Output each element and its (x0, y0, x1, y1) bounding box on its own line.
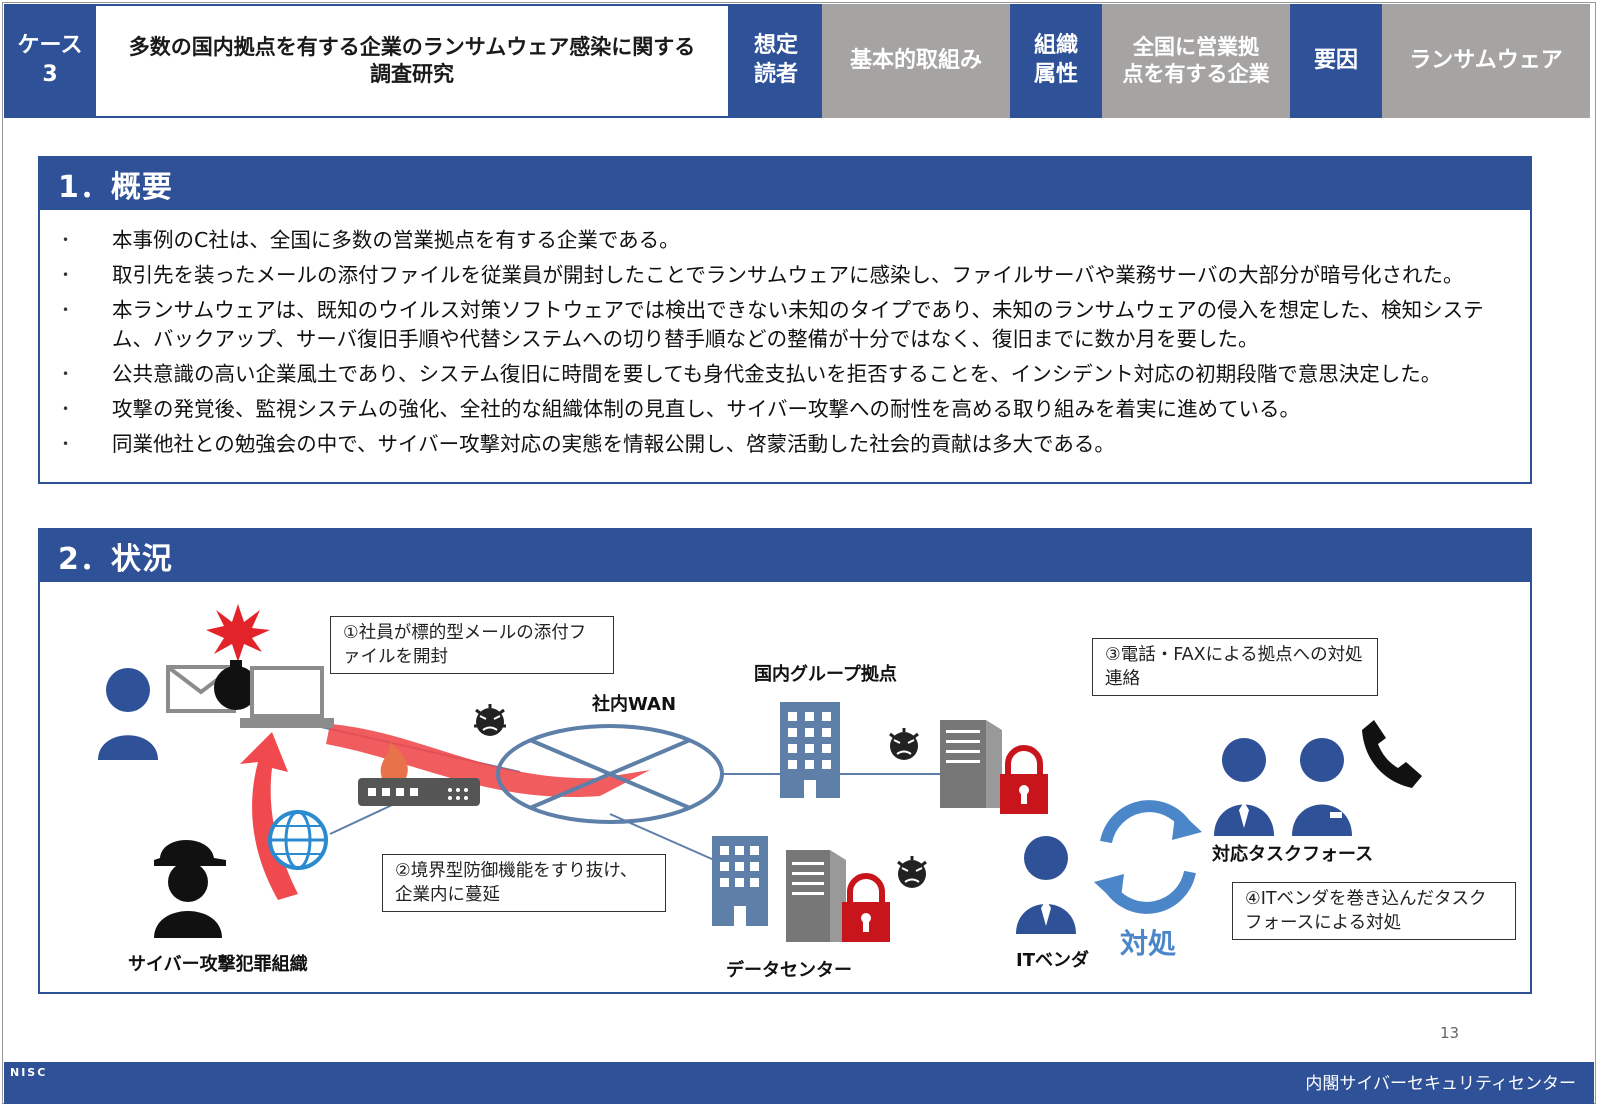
diagram-canvas (98, 604, 1422, 942)
tag-label-cause: 要因 (1290, 4, 1382, 118)
callout-4: ④ITベンダを巻き込んだタスクフォースによる対処 (1232, 882, 1516, 940)
explosion-icon (206, 604, 270, 662)
person-icon (1016, 836, 1076, 934)
cycle-arrow-head (1094, 874, 1124, 906)
datacenter-label: データセンター (726, 960, 852, 981)
laptop-icon (240, 666, 334, 728)
callout-1: ①社員が標的型メールの添付ファイルを開封 (330, 616, 614, 674)
person-icon (1214, 738, 1274, 836)
response-label: 対処 (1120, 927, 1177, 960)
overview-bullet-list: 本事例のC社は、全国に多数の営業拠点を有する企業である。 取引先を装ったメールの… (40, 210, 1530, 459)
callout-3: ③電話・FAXによる拠点への対処連絡 (1092, 638, 1378, 696)
list-item: 攻撃の発覚後、監視システムの強化、全社的な組織体制の見直し、サイバー攻撃への耐性… (62, 395, 1516, 424)
group-site-label: 国内グループ拠点 (754, 664, 897, 685)
situation-section: 2．状況 (38, 528, 1532, 994)
list-item: 取引先を装ったメールの添付ファイルを従業員が開封したことでランサムウェアに感染し… (62, 261, 1516, 290)
callout-2: ②境界型防御機能をすり抜け、企業内に蔓延 (382, 854, 666, 912)
attack-arrow-intrusion (240, 732, 298, 900)
taskforce-label: 対応タスクフォース (1212, 844, 1374, 865)
building-icon (780, 702, 840, 798)
header-bar: ケース 3 多数の国内拠点を有する企業のランサムウェア感染に関する 調査研究 想… (4, 4, 1594, 118)
cycle-arrow-head (1172, 808, 1202, 840)
virus-icon (897, 856, 927, 888)
tag-label-org: 組織 属性 (1010, 4, 1102, 118)
lock-icon (1000, 745, 1048, 814)
person-icon (1292, 738, 1352, 836)
phone-icon (1362, 720, 1422, 788)
wan-icon (496, 724, 724, 824)
list-item: 本ランサムウェアは、既知のウイルス対策ソフトウェアでは検出できない未知のタイプで… (62, 296, 1516, 354)
bomb-icon (214, 660, 258, 710)
tag-label-reader: 想定 読者 (730, 4, 822, 118)
building-icon (712, 836, 768, 926)
list-item: 公共意識の高い企業風土であり、システム復旧に時間を要しても身代金支払いを拒否する… (62, 360, 1516, 389)
footer-bar: NISC 内閣サイバーセキュリティセンター (4, 1062, 1594, 1104)
router-icon (358, 778, 480, 806)
vendor-label: ITベンダ (1016, 950, 1089, 971)
overview-section: 1．概要 本事例のC社は、全国に多数の営業拠点を有する企業である。 取引先を装っ… (38, 156, 1532, 484)
server-icon (786, 850, 846, 942)
list-item: 同業他社との勉強会の中で、サイバー攻撃対応の実態を情報公開し、啓蒙活動した社会的… (62, 430, 1516, 459)
wan-label: 社内WAN (592, 694, 677, 715)
case-label: ケース 3 (4, 4, 96, 118)
tag-value-reader: 基本的取組み (822, 4, 1010, 118)
situation-diagram: ①社員が標的型メールの添付ファイルを開封 ②境界型防御機能をすり抜け、企業内に蔓… (40, 582, 1530, 992)
overview-title: 1．概要 (40, 158, 1530, 210)
person-icon (98, 668, 158, 760)
footer-logo: NISC (10, 1066, 48, 1079)
virus-icon (889, 728, 919, 760)
firewall-icon (380, 742, 408, 778)
tag-value-cause: ランサムウェア (1382, 4, 1590, 118)
list-item: 本事例のC社は、全国に多数の営業拠点を有する企業である。 (62, 226, 1516, 255)
lock-icon (842, 873, 890, 942)
page-title: 多数の国内拠点を有する企業のランサムウェア感染に関する 調査研究 (96, 4, 730, 118)
hacker-icon (154, 840, 226, 938)
situation-title: 2．状況 (40, 530, 1530, 582)
tag-value-org: 全国に営業拠 点を有する企業 (1102, 4, 1290, 118)
globe-icon (268, 810, 328, 870)
attack-arrow-spread (326, 724, 650, 798)
server-icon (940, 720, 1002, 808)
footer-organization: 内閣サイバーセキュリティセンター (1305, 1074, 1576, 1094)
page-number: 13 (1440, 1024, 1460, 1042)
virus-icon (474, 704, 506, 736)
attacker-label: サイバー攻撃犯罪組織 (128, 954, 308, 975)
